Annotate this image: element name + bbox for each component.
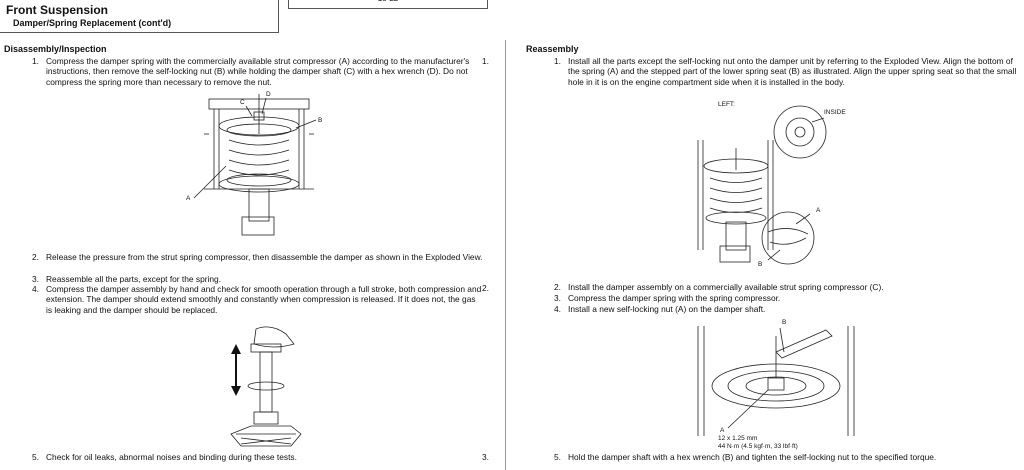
callout-label: LEFT: bbox=[718, 101, 735, 108]
section-subtitle: Damper/Spring Replacement (cont'd) bbox=[13, 18, 172, 28]
step-number: 3. bbox=[32, 274, 39, 284]
step-text: Install all the parts except the self-lo… bbox=[568, 56, 1017, 87]
step-text: Install a new self-locking nut (A) on th… bbox=[568, 304, 766, 314]
disassembly-column: Disassembly/Inspection 1. Compress the d… bbox=[4, 44, 504, 462]
step-text: Compress the damper spring with the spri… bbox=[568, 293, 781, 303]
damper-hand-test-drawing bbox=[230, 326, 302, 447]
column-divider bbox=[505, 40, 506, 470]
self-locking-nut-figure: B A 12 x 1.25 mm 44 N·m (4.5 kgf·m, 33 l… bbox=[688, 316, 888, 458]
step-number: 4. bbox=[32, 284, 39, 294]
step-number: 1. bbox=[32, 56, 39, 66]
reassembly-heading: Reassembly bbox=[526, 44, 579, 54]
callout-label: B bbox=[782, 319, 787, 326]
torque-value-label: 44 N·m (4.5 kgf·m, 33 lbf·ft) bbox=[718, 443, 798, 450]
callout-label: C bbox=[240, 99, 245, 106]
step-text: Release the pressure from the strut spri… bbox=[46, 252, 483, 262]
reassembly-column: Reassembly 1. Install all the parts exce… bbox=[526, 44, 1020, 462]
step-number: 1. bbox=[554, 56, 561, 66]
spring-alignment-drawing bbox=[697, 105, 827, 265]
disassembly-heading: Disassembly/Inspection bbox=[4, 44, 107, 54]
step-number: 5. bbox=[32, 452, 39, 462]
step-number: 4. bbox=[554, 304, 561, 314]
step-number: 2. bbox=[32, 252, 39, 262]
callout-label: A bbox=[186, 195, 191, 202]
page-number-box: 18-22 bbox=[288, 0, 488, 9]
callout-label: D bbox=[266, 91, 271, 98]
step-text: Compress the damper spring with the comm… bbox=[46, 56, 470, 87]
callout-label: A bbox=[816, 207, 821, 214]
page-number: 18-22 bbox=[289, 0, 487, 3]
strut-compressor-figure: C D B A bbox=[184, 91, 334, 242]
callout-label: INSIDE bbox=[824, 109, 846, 116]
step-text: Hold the damper shaft with a hex wrench … bbox=[568, 452, 937, 462]
margin-number: 2. bbox=[482, 283, 489, 293]
callout-label: B bbox=[318, 117, 323, 124]
section-title: Front Suspension bbox=[6, 3, 108, 17]
step-text: Check for oil leaks, abnormal noises and… bbox=[46, 452, 297, 462]
step-number: 2. bbox=[554, 282, 561, 292]
step-number: 3. bbox=[554, 293, 561, 303]
margin-number: 1. bbox=[482, 56, 489, 66]
callout-label: A bbox=[720, 427, 725, 434]
step-text: Install the damper assembly on a commerc… bbox=[568, 282, 884, 292]
spring-alignment-figure: LEFT: INSIDE A B bbox=[688, 100, 846, 278]
margin-number: 3. bbox=[482, 452, 489, 462]
step-number: 5. bbox=[554, 452, 561, 462]
self-locking-nut-drawing bbox=[697, 326, 855, 436]
header-block: Front Suspension Damper/Spring Replaceme… bbox=[0, 0, 279, 33]
step-text: Reassemble all the parts, except for the… bbox=[46, 274, 222, 284]
torque-size-label: 12 x 1.25 mm bbox=[718, 435, 758, 442]
step-text: Compress the damper assembly by hand and… bbox=[46, 284, 482, 315]
callout-label: B bbox=[758, 261, 763, 268]
strut-compressor-drawing bbox=[193, 94, 317, 236]
damper-hand-test-figure bbox=[216, 324, 306, 456]
